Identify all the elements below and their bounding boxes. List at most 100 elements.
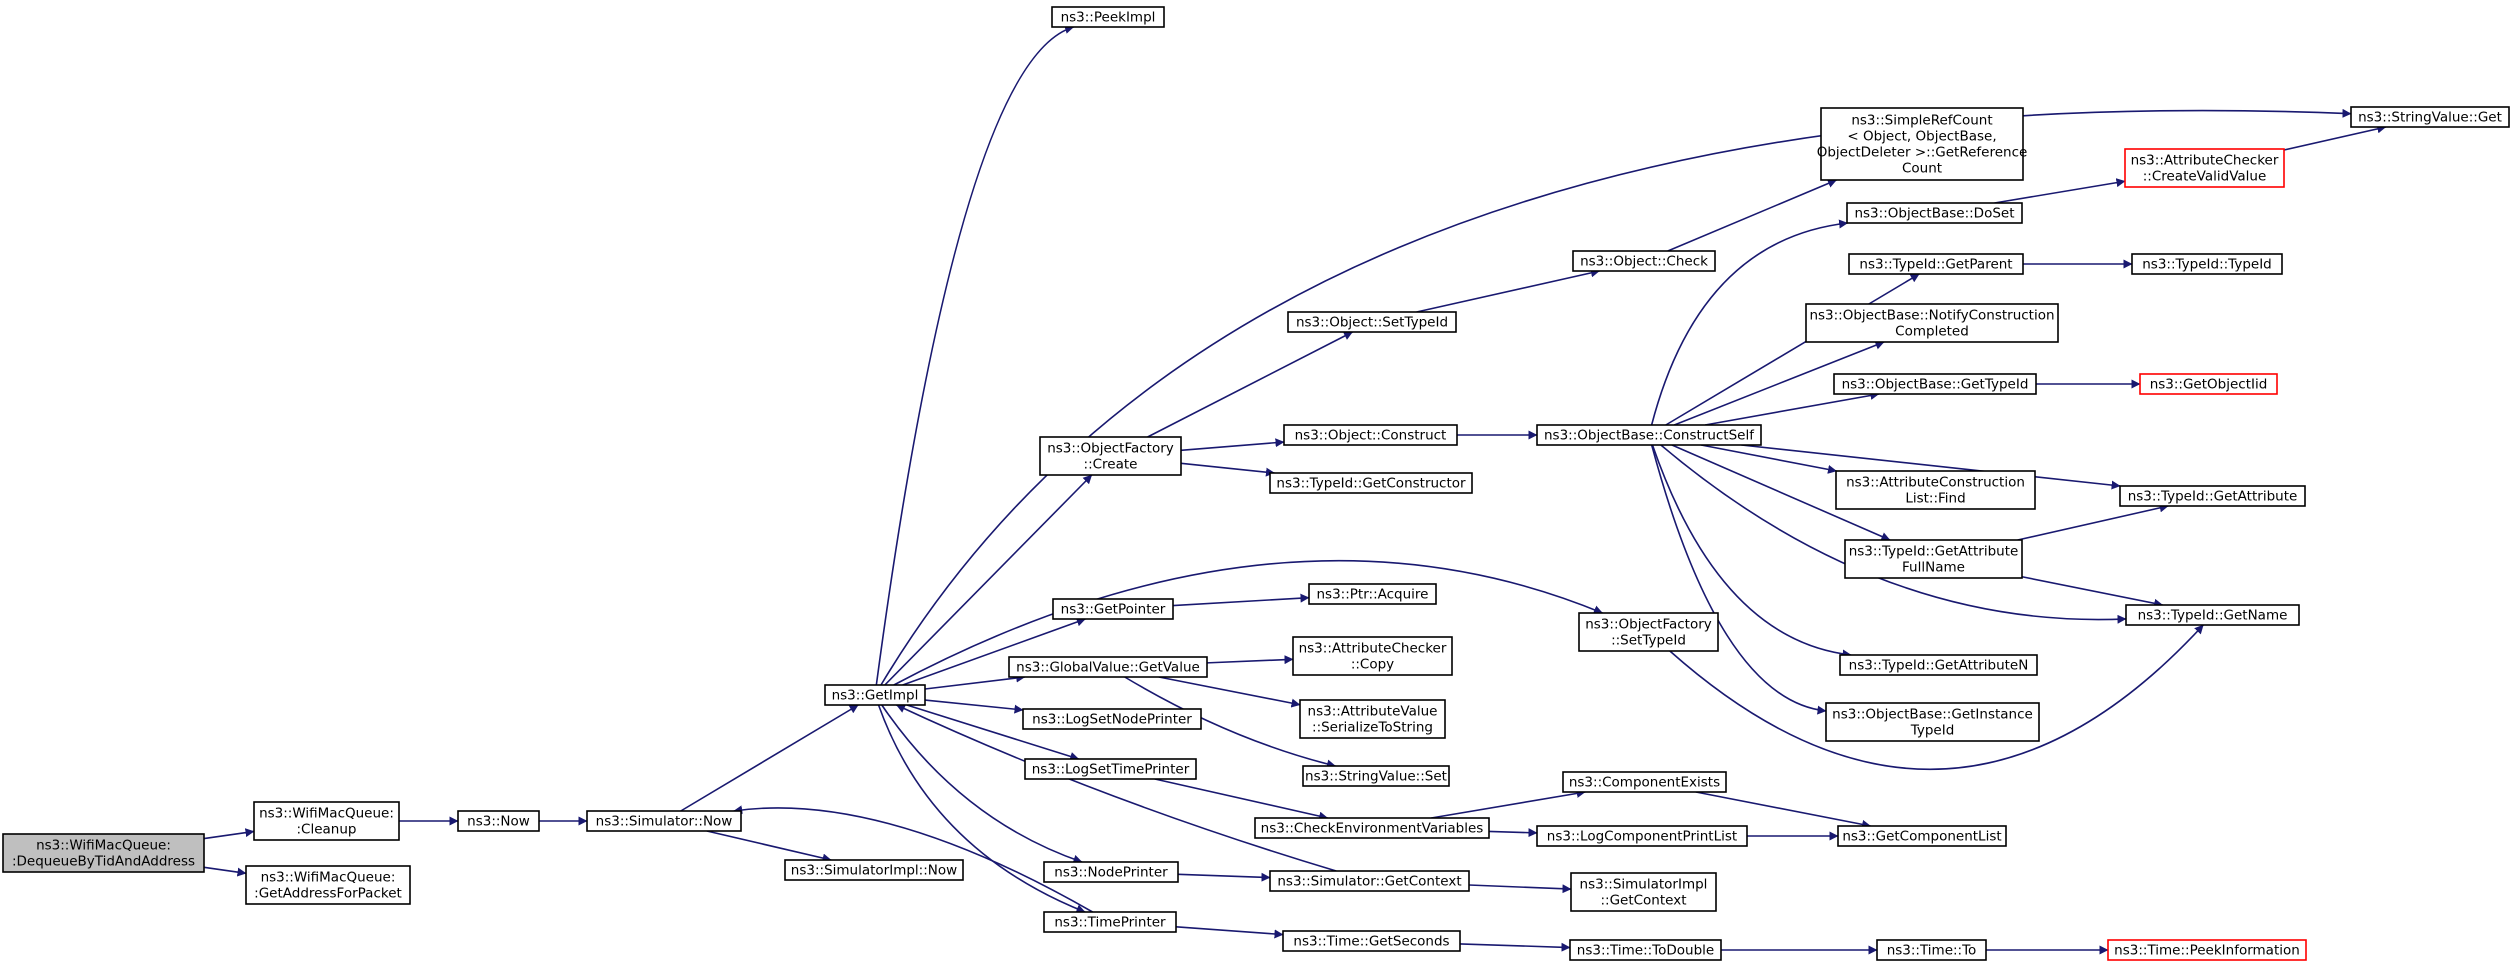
node-label-line: ns3::AttributeChecker bbox=[1299, 641, 1447, 657]
node-label-line: ns3::TypeId::GetName bbox=[2138, 608, 2288, 624]
node-stringvalueget[interactable]: ns3::StringValue::Get bbox=[2350, 106, 2510, 128]
node-box bbox=[1022, 708, 1202, 730]
node-getobjectiid[interactable]: ns3::GetObjectIid bbox=[2139, 373, 2278, 395]
node-label-line: ::SetTypeId bbox=[1611, 633, 1686, 649]
node-constructself[interactable]: ns3::ObjectBase::ConstructSelf bbox=[1536, 424, 1762, 446]
node-attrcheckercopy[interactable]: ns3::AttributeChecker::Copy bbox=[1292, 636, 1453, 676]
node-label-line: ns3::AttributeConstruction bbox=[1846, 475, 2025, 491]
node-createvalidvalue[interactable]: ns3::AttributeChecker::CreateValidValue bbox=[2124, 148, 2285, 188]
node-label-line: ns3::ObjectBase::GetInstance bbox=[1832, 707, 2033, 723]
node-label-line: ::Copy bbox=[1351, 657, 1394, 673]
node-checkenvvars[interactable]: ns3::CheckEnvironmentVariables bbox=[1254, 817, 1490, 839]
node-box bbox=[1839, 654, 2038, 676]
node-box bbox=[1846, 202, 2023, 224]
node-typeidtypeid[interactable]: ns3::TypeId::TypeId bbox=[2131, 253, 2283, 275]
node-getparent[interactable]: ns3::TypeId::GetParent bbox=[1848, 253, 2024, 275]
node-label-line: ::GetContext bbox=[1600, 893, 1686, 909]
node-getattributen[interactable]: ns3::TypeId::GetAttributeN bbox=[1839, 654, 2038, 676]
node-label-line: ns3::TimePrinter bbox=[1054, 915, 1166, 931]
node-getname[interactable]: ns3::TypeId::GetName bbox=[2125, 604, 2300, 626]
node-settypeid[interactable]: ns3::Object::SetTypeId bbox=[1287, 311, 1457, 333]
node-objbasegettypeid[interactable]: ns3::ObjectBase::GetTypeId bbox=[1833, 373, 2037, 395]
node-peekimpl[interactable]: ns3::PeekImpl bbox=[1051, 6, 1165, 28]
call-edge-simnow-to-simimplnow bbox=[706, 830, 832, 863]
node-box bbox=[1254, 817, 1490, 839]
node-objconstruct[interactable]: ns3::Object::Construct bbox=[1283, 424, 1458, 446]
node-logsettimeprinter[interactable]: ns3::LogSetTimePrinter bbox=[1024, 758, 1197, 780]
node-box bbox=[1283, 424, 1458, 446]
node-now[interactable]: ns3::Now bbox=[457, 810, 540, 832]
call-edge-globalvaluegetvalue-to-serializetostring bbox=[1158, 676, 1301, 708]
node-label-line: ns3::GetComponentList bbox=[1842, 829, 2001, 845]
node-simimplnow[interactable]: ns3::SimulatorImpl::Now bbox=[784, 859, 964, 881]
node-label-line: ::Create bbox=[1084, 457, 1138, 473]
node-box bbox=[1052, 598, 1174, 620]
node-box bbox=[2107, 939, 2307, 961]
node-nodeprinter[interactable]: ns3::NodePrinter bbox=[1043, 861, 1179, 883]
call-edge-timegetseconds-to-timetodouble bbox=[1459, 942, 1571, 952]
node-objfactorysettypeid[interactable]: ns3::ObjectFactory::SetTypeId bbox=[1578, 612, 1719, 652]
node-box bbox=[586, 810, 742, 832]
node-cleanup[interactable]: ns3::WifiMacQueue::Cleanup bbox=[253, 801, 400, 841]
node-componentexists[interactable]: ns3::ComponentExists bbox=[1562, 771, 1727, 793]
node-timetodouble[interactable]: ns3::Time::ToDouble bbox=[1569, 939, 1722, 961]
node-stringvalueset[interactable]: ns3::StringValue::Set bbox=[1302, 765, 1450, 787]
call-edge-logsettimeprinter-to-checkenvvars bbox=[1154, 778, 1329, 821]
node-box bbox=[245, 865, 411, 905]
node-getconstructor[interactable]: ns3::TypeId::GetConstructor bbox=[1269, 472, 1473, 494]
node-getaddr[interactable]: ns3::WifiMacQueue::GetAddressForPacket bbox=[245, 865, 411, 905]
node-box bbox=[1805, 303, 2059, 343]
node-getcomponentlist[interactable]: ns3::GetComponentList bbox=[1837, 825, 2007, 847]
call-edge-objfactorycreate-to-objconstruct bbox=[1180, 438, 1285, 452]
node-simgetcontext[interactable]: ns3::Simulator::GetContext bbox=[1269, 870, 1470, 892]
node-label-line: ns3::TypeId::GetConstructor bbox=[1276, 476, 1466, 492]
node-label-line: ns3::ObjectFactory bbox=[1585, 617, 1712, 633]
node-globalvaluegetvalue[interactable]: ns3::GlobalValue::GetValue bbox=[1008, 656, 1208, 678]
node-simimplgetcontext[interactable]: ns3::SimulatorImpl::GetContext bbox=[1570, 872, 1717, 912]
node-simnow[interactable]: ns3::Simulator::Now bbox=[586, 810, 742, 832]
call-edge-doset-to-createvalidvalue bbox=[1994, 178, 2126, 204]
node-simplerefcount[interactable]: ns3::SimpleRefCount< Object, ObjectBase,… bbox=[1817, 107, 2028, 181]
call-edge-objfactorysettypeid-to-getname bbox=[1669, 624, 2204, 771]
node-label-line: ns3::Object::SetTypeId bbox=[1296, 315, 1448, 331]
node-doset[interactable]: ns3::ObjectBase::DoSet bbox=[1846, 202, 2023, 224]
node-ptracquire[interactable]: ns3::Ptr::Acquire bbox=[1308, 583, 1437, 605]
node-label-line: Count bbox=[1902, 161, 1942, 177]
node-dequeue: ns3::WifiMacQueue::DequeueByTidAndAddres… bbox=[2, 833, 205, 873]
node-label-line: ns3::TypeId::GetAttribute bbox=[1849, 544, 2019, 560]
node-logsetnodeprinter[interactable]: ns3::LogSetNodePrinter bbox=[1022, 708, 1202, 730]
node-getattribute[interactable]: ns3::TypeId::GetAttribute bbox=[2119, 485, 2306, 507]
node-label-line: ns3::Time::PeekInformation bbox=[2114, 943, 2300, 959]
node-getpointer[interactable]: ns3::GetPointer bbox=[1052, 598, 1174, 620]
node-peekinformation[interactable]: ns3::Time::PeekInformation bbox=[2107, 939, 2307, 961]
node-timegetseconds[interactable]: ns3::Time::GetSeconds bbox=[1282, 930, 1461, 952]
node-objfactorycreate[interactable]: ns3::ObjectFactory::Create bbox=[1039, 436, 1182, 476]
node-label-line: ns3::Time::ToDouble bbox=[1577, 943, 1714, 959]
node-label-line: ns3::LogComponentPrintList bbox=[1547, 829, 1737, 845]
node-logcomponentprintlist[interactable]: ns3::LogComponentPrintList bbox=[1536, 825, 1748, 847]
node-serializetostring[interactable]: ns3::AttributeValue::SerializeToString bbox=[1299, 699, 1446, 739]
node-label-line: ns3::TypeId::GetParent bbox=[1859, 257, 2012, 273]
node-box bbox=[457, 810, 540, 832]
node-timeto[interactable]: ns3::Time::To bbox=[1876, 939, 1987, 961]
node-box bbox=[1578, 612, 1719, 652]
node-objcheck[interactable]: ns3::Object::Check bbox=[1572, 250, 1716, 272]
call-edge-constructself-to-attrconstructionfind bbox=[1700, 444, 1837, 474]
node-box bbox=[1039, 436, 1182, 476]
node-label-line: TypeId bbox=[1910, 723, 1955, 739]
node-box bbox=[1269, 870, 1470, 892]
node-timeprinter[interactable]: ns3::TimePrinter bbox=[1043, 911, 1177, 933]
node-label-line: ns3::Time::To bbox=[1887, 943, 1977, 959]
node-box bbox=[784, 859, 964, 881]
node-box bbox=[1308, 583, 1437, 605]
node-label-line: ns3::Ptr::Acquire bbox=[1317, 587, 1429, 603]
node-box bbox=[1536, 424, 1762, 446]
call-edge-constructself-to-notifyconstruction bbox=[1673, 340, 1885, 426]
node-label-line: ns3::SimulatorImpl bbox=[1580, 877, 1708, 893]
call-edge-timeprinter-to-timegetseconds bbox=[1175, 925, 1284, 939]
node-notifyconstruction[interactable]: ns3::ObjectBase::NotifyConstructionCompl… bbox=[1805, 303, 2059, 343]
node-getimpl[interactable]: ns3::GetImpl bbox=[824, 684, 926, 706]
